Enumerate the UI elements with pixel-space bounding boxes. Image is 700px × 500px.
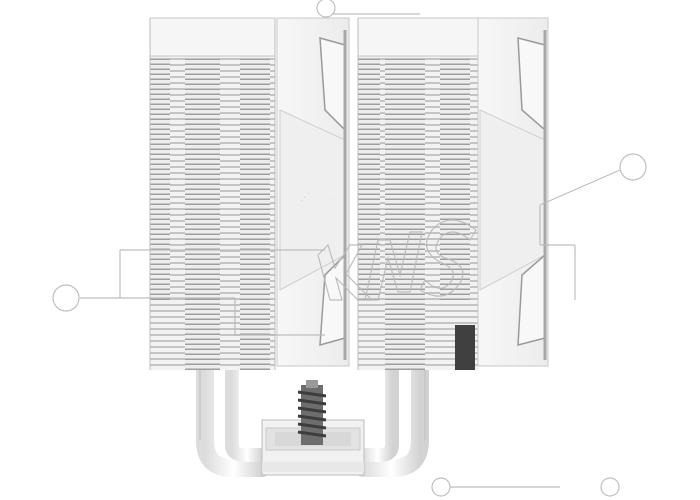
- mounting-spring-icon: [297, 380, 327, 445]
- left-fan: ⋰: [276, 17, 350, 367]
- watermark-text: KNS: [330, 199, 332, 201]
- svg-text:⋰: ⋰: [300, 192, 310, 203]
- right-heatsink-tower: [357, 17, 479, 370]
- right-fan: [477, 17, 549, 367]
- left-heatsink-tower: [149, 17, 276, 370]
- watermark-logo: KNS: [52, 0, 647, 497]
